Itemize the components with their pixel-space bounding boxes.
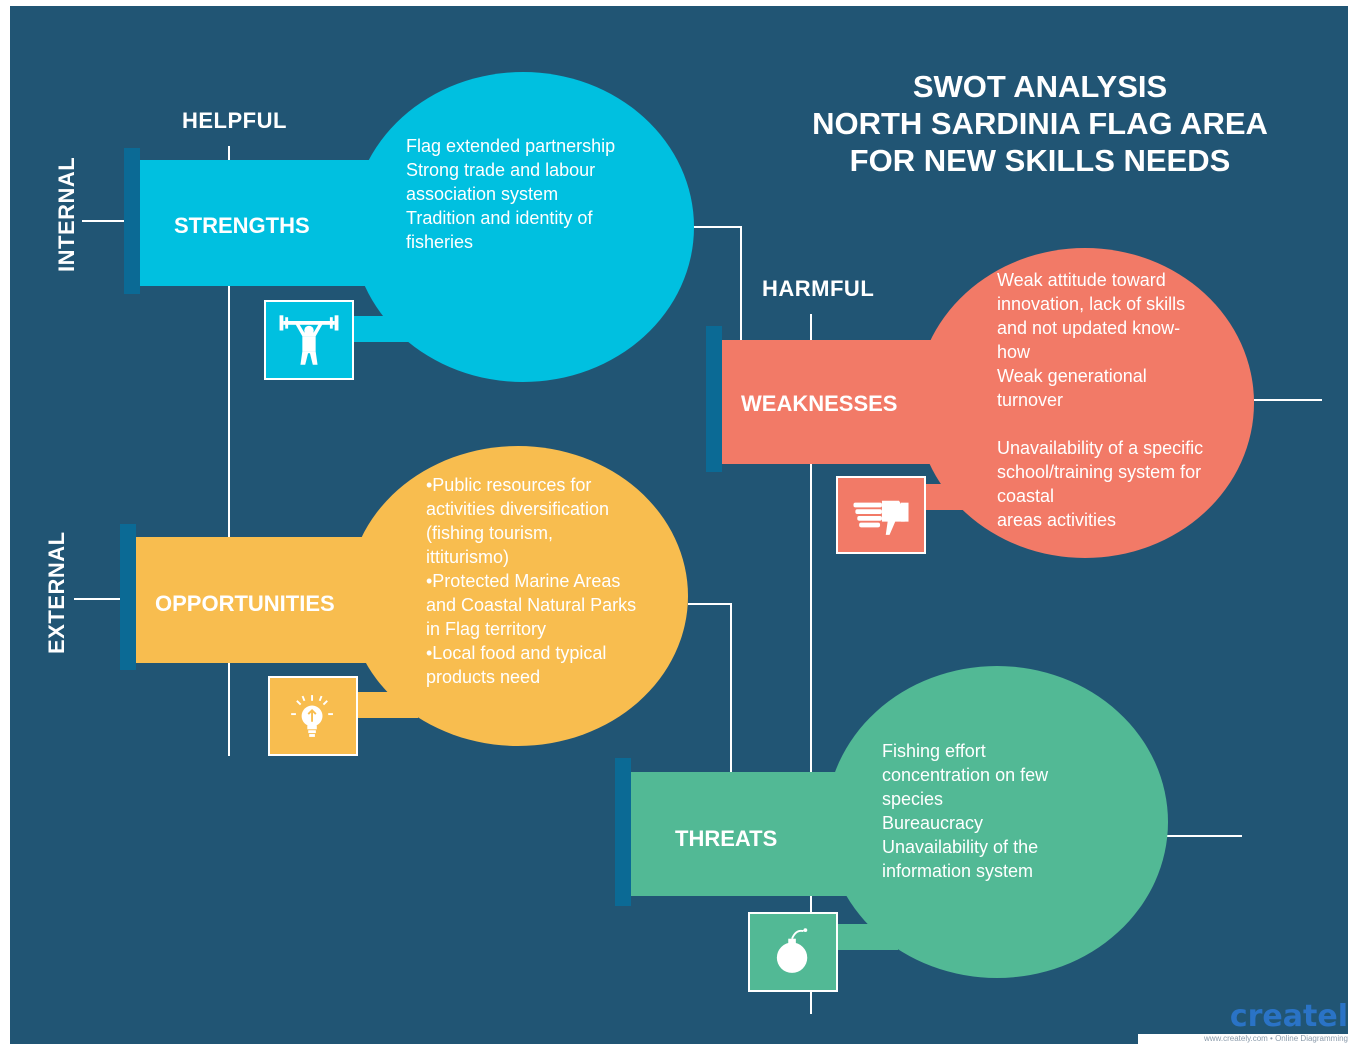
weaknesses-label: WEAKNESSES <box>741 391 898 416</box>
opportunities-item: activities diversification <box>426 499 610 519</box>
opportunities-bar <box>136 537 406 663</box>
strengths-item: Tradition and identity of <box>406 208 593 228</box>
weaknesses-item: turnover <box>997 390 1064 410</box>
connector-strengths <box>692 226 742 228</box>
strengths-edge <box>124 148 140 294</box>
strengths-icon-stem <box>350 316 410 342</box>
threats-bar <box>631 772 891 896</box>
weaknesses-item: Unavailability of a specific <box>997 438 1204 458</box>
strengths-item: fisheries <box>406 232 474 252</box>
opportunities-icon-box <box>268 676 358 756</box>
diagram-title: SWOT ANALYSIS NORTH SARDINIA FLAG AREA F… <box>780 68 1300 179</box>
weaknesses-item: how <box>997 342 1031 362</box>
weaknesses-icon-stem <box>920 484 980 510</box>
threats-label: THREATS <box>675 826 778 851</box>
strengths-item: association system <box>406 184 559 204</box>
threats-item: Bureaucracy <box>882 813 984 833</box>
opportunities-item: and Coastal Natural Parks <box>426 595 637 615</box>
creately-logo: createl <box>1229 999 1348 1034</box>
thumbs-down-icon <box>853 500 909 535</box>
strengths-item: Flag extended partnership <box>406 136 616 156</box>
weaknesses-item: Weak generational <box>997 366 1147 386</box>
external-label: EXTERNAL <box>44 531 69 654</box>
threats-icon-stem <box>828 924 898 950</box>
weaknesses-item: and not updated know- <box>997 318 1181 338</box>
weaknesses-item: school/training system for <box>997 462 1202 482</box>
opportunities-item: (fishing tourism, <box>426 523 554 543</box>
weaknesses-bar <box>722 340 982 464</box>
title-line-3: FOR NEW SKILLS NEEDS <box>849 143 1231 178</box>
weaknesses-item: areas activities <box>997 510 1117 530</box>
opportunities-icon-stem <box>348 692 418 718</box>
threats-icon-box <box>748 912 838 992</box>
title-line-2: NORTH SARDINIA FLAG AREA <box>812 106 1268 141</box>
opportunities-item: products need <box>426 667 541 687</box>
connector-opportunities <box>688 603 732 605</box>
harmful-axis-line <box>810 314 812 1014</box>
opportunities-item: •Protected Marine Areas <box>426 571 621 591</box>
connector-opportunities-down <box>730 603 732 773</box>
bomb-icon <box>776 928 808 973</box>
strengths-bar <box>140 160 410 286</box>
threats-items: Fishing effort concentration on few spec… <box>882 739 1048 883</box>
harmful-label: HARMFUL <box>762 276 875 301</box>
swot-diagram-canvas: SWOT ANALYSIS NORTH SARDINIA FLAG AREA F… <box>10 6 1348 1044</box>
connector-strengths-down <box>740 226 742 341</box>
threats-edge <box>615 758 631 906</box>
opportunities-item: •Public resources for <box>426 475 592 495</box>
weightlifter-icon <box>279 315 339 365</box>
threats-item: species <box>882 789 944 809</box>
opportunities-label: OPPORTUNITIES <box>155 591 335 616</box>
strengths-item: Strong trade and labour <box>406 160 596 180</box>
connector-weaknesses <box>1254 399 1322 401</box>
title-line-1: SWOT ANALYSIS <box>912 69 1168 104</box>
weaknesses-item: Weak attitude toward <box>997 270 1166 290</box>
external-axis-tick <box>74 598 120 600</box>
creately-logo-text: create <box>1229 999 1338 1034</box>
threats-item: concentration on few <box>882 765 1049 785</box>
strengths-icon-box <box>264 300 354 380</box>
weaknesses-item <box>997 412 1247 436</box>
weaknesses-item: coastal <box>997 486 1055 506</box>
weaknesses-item: innovation, lack of skills <box>997 294 1186 314</box>
helpful-label: HELPFUL <box>182 108 287 133</box>
opportunities-item: in Flag territory <box>426 619 547 639</box>
helpful-axis-line <box>228 146 230 756</box>
lightbulb-icon <box>291 695 333 737</box>
opportunities-item: •Local food and typical <box>426 643 607 663</box>
connector-threats <box>1166 835 1242 837</box>
strengths-label: STRENGTHS <box>174 213 310 238</box>
strengths-items: Flag extended partnership Strong trade a… <box>406 134 615 254</box>
creately-tagline: www.creately.com • Online Diagramming <box>1138 1034 1348 1044</box>
opportunities-edge <box>120 524 136 670</box>
weaknesses-icon-box <box>836 476 926 554</box>
threats-item: information system <box>882 861 1034 881</box>
internal-axis-tick <box>82 220 124 222</box>
threats-item: Unavailability of the <box>882 837 1039 857</box>
weaknesses-items: Weak attitude toward innovation, lack of… <box>997 268 1247 532</box>
threats-item: Fishing effort <box>882 741 986 761</box>
weaknesses-edge <box>706 326 722 472</box>
internal-label: INTERNAL <box>54 156 79 272</box>
opportunities-items: •Public resources for activities diversi… <box>426 473 636 689</box>
opportunities-item: ittiturismo) <box>426 547 510 567</box>
